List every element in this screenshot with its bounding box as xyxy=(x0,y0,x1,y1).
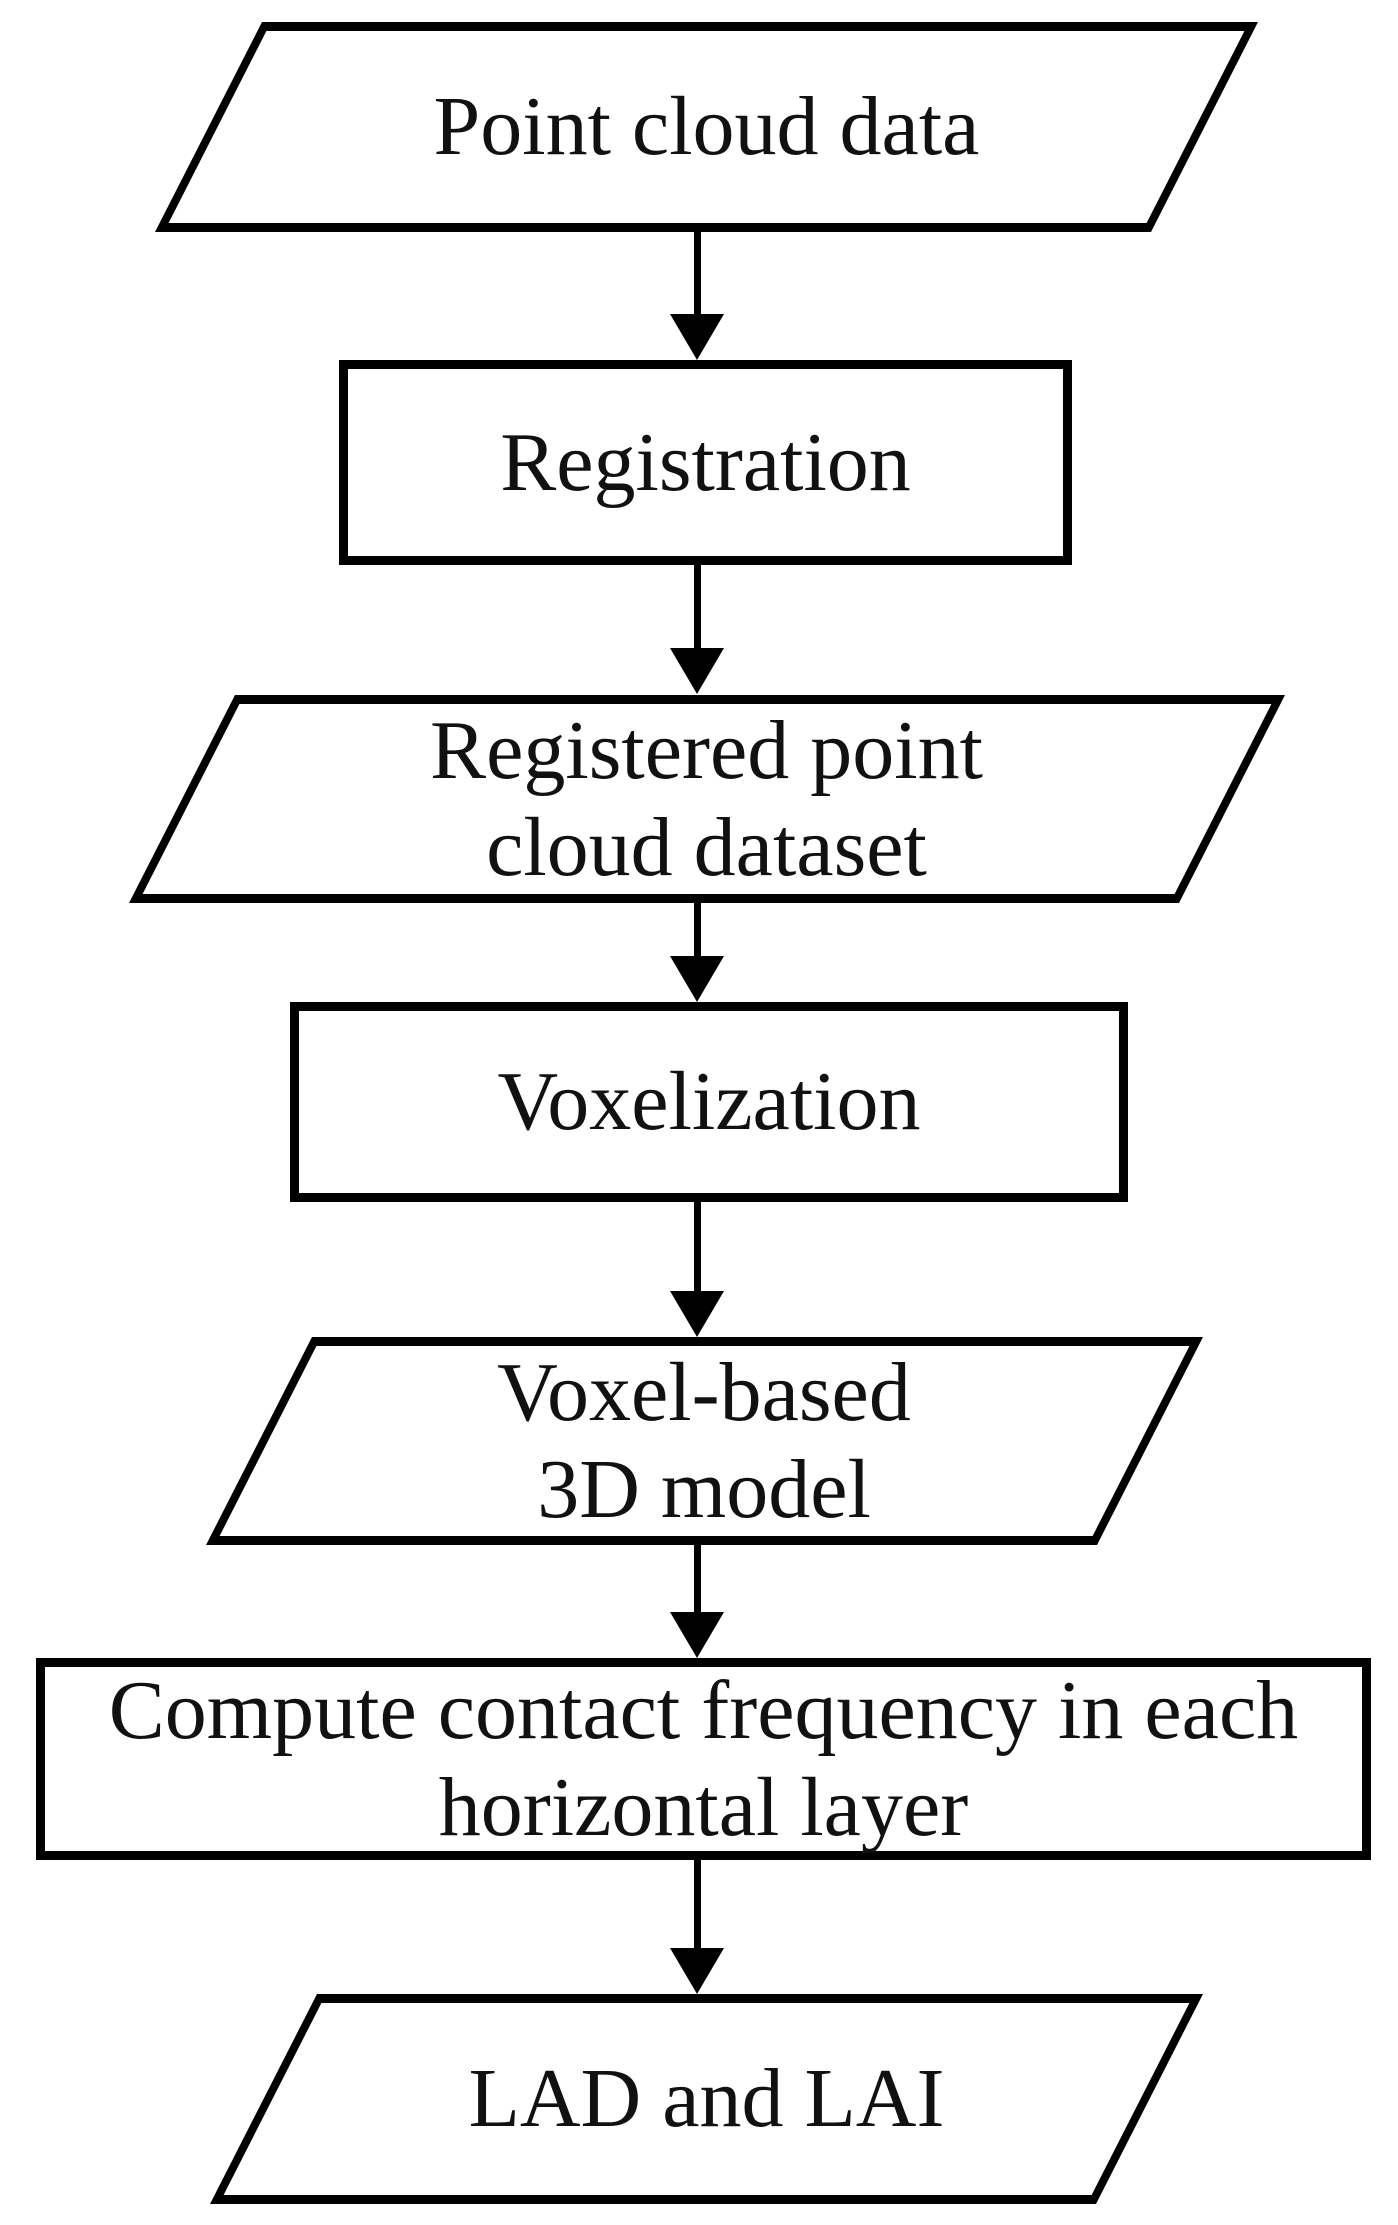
node-registered-point-cloud-dataset xyxy=(129,695,1286,903)
arrowhead-down-icon xyxy=(670,1612,724,1658)
node-registration xyxy=(339,360,1072,565)
arrowhead-down-icon xyxy=(670,1948,724,1994)
arrow-stem xyxy=(694,901,701,958)
node-voxel-based-3d-model xyxy=(206,1337,1204,1545)
arrow-stem xyxy=(694,563,701,650)
arrow-stem xyxy=(694,1200,701,1293)
arrow-stem xyxy=(694,1858,701,1950)
node-lad-and-lai xyxy=(209,1994,1204,2204)
node-compute-contact-frequency xyxy=(36,1658,1371,1860)
arrow-stem xyxy=(694,230,701,320)
node-voxelization xyxy=(290,1002,1128,1202)
arrowhead-down-icon xyxy=(670,1291,724,1337)
arrow-stem xyxy=(694,1543,701,1614)
arrowhead-down-icon xyxy=(670,648,724,694)
arrowhead-down-icon xyxy=(670,314,724,360)
node-point-cloud-data xyxy=(154,22,1259,232)
arrowhead-down-icon xyxy=(670,956,724,1002)
